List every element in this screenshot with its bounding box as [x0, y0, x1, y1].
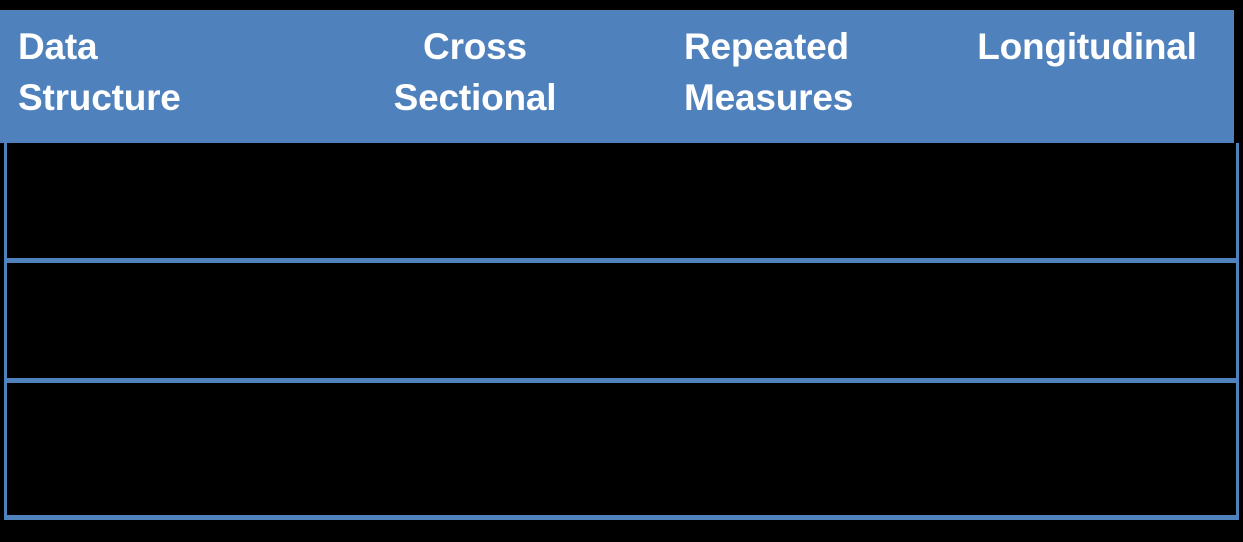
table-border-left — [4, 143, 7, 518]
table-cell-repeated-measures — [687, 263, 957, 378]
column-header-longitudinal: Longitudinal — [977, 26, 1197, 67]
table-cell-repeated-measures — [687, 383, 957, 515]
table-cell-cross-sectional — [333, 263, 623, 378]
table-border-bottom — [4, 515, 1239, 520]
column-header-repeated-measures: Repeated Measures — [684, 26, 854, 119]
table-cell-data-structure — [21, 143, 347, 258]
table-row[interactable] — [7, 263, 1236, 378]
table-row-divider-2 — [4, 378, 1239, 383]
table-border-right — [1236, 143, 1239, 518]
table-row-divider-1 — [4, 258, 1239, 263]
table-cell-cross-sectional — [333, 143, 623, 258]
table-header-row: Data Structure Cross Sectional Repeated … — [0, 10, 1234, 143]
table-cell-longitudinal — [943, 143, 1233, 258]
table-cell-data-structure — [21, 383, 347, 515]
column-header-cross-sectional: Cross Sectional — [393, 26, 557, 119]
table-cell-repeated-measures — [687, 143, 957, 258]
table-cell-longitudinal — [943, 263, 1233, 378]
table-cell-cross-sectional — [333, 383, 623, 515]
column-header-data-structure: Data Structure — [18, 26, 181, 119]
table-row[interactable] — [7, 383, 1236, 515]
table-body — [4, 143, 1239, 522]
table-row[interactable] — [7, 143, 1236, 258]
table-cell-data-structure — [21, 263, 347, 378]
table-cell-longitudinal — [943, 383, 1233, 515]
